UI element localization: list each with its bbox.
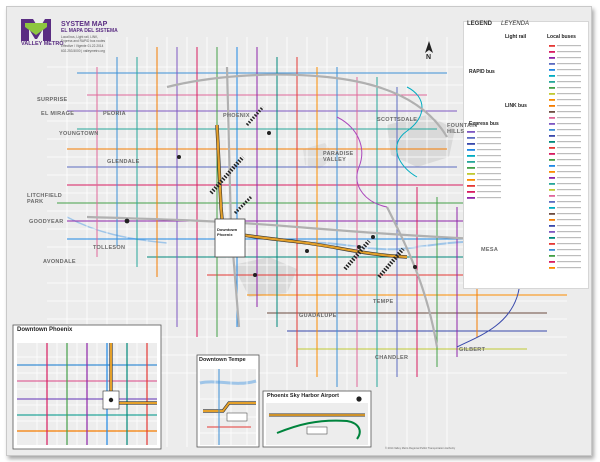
legend-heading-es: LEYENDA [501,21,530,27]
valley-metro-logo [21,19,51,41]
legend-rapid-bus: RAPID bus [469,69,495,75]
inset-downtown-tempe [196,354,260,448]
freeways [86,66,478,348]
brand-line-1: Local bus, Light rail, LINK, [61,35,99,39]
north-label: N [426,54,432,61]
city-label-glendale: GLENDALE [107,159,140,165]
local-bus-rows [549,45,581,269]
city-label-fountain-hills: FOUNTAIN HILLS [447,123,478,135]
scottsdale-loop-route [396,86,423,178]
city-label-avondale: AVONDALE [43,259,76,265]
transit-centers [124,131,417,277]
inset-sky-harbor [262,390,372,448]
map-title: SYSTEM MAP [61,21,108,28]
north-arrow [425,41,433,53]
system-map-poster: VALLEY METRO SYSTEM MAP EL MAPA DEL SIST… [6,6,592,456]
express-diagonals [209,106,405,279]
footer-copyright: © 2014 Valley Metro Regional Public Tran… [385,447,456,450]
salt-river [306,240,488,251]
south-mountain-area [233,257,297,297]
city-label-scottsdale: SCOTTSDALE [377,117,418,123]
brand-line-2: Express and RAPID bus routes [61,39,106,43]
brand-contact: 602.253.5000 | valleymetro.org [61,49,105,53]
north-loop-route [336,116,388,208]
brand-block: VALLEY METRO SYSTEM MAP EL MAPA DEL SIST… [21,17,149,65]
city-label-gilbert: GILBERT [459,347,486,353]
city-label-goodyear: GOODYEAR [29,219,64,225]
city-label-phoenix: PHOENIX [223,113,250,119]
legend-local-buses: Local buses [547,34,576,40]
downtown-phoenix-zone [214,218,246,258]
city-label-mesa: MESA [481,247,499,253]
city-label-litchfield-park: LITCHFIELD PARK [27,193,63,205]
gila-river [66,216,168,244]
city-label-el-mirage: EL MIRAGE [41,111,75,117]
mountain-area [387,115,455,167]
city-label-tolleson: TOLLESON [93,245,126,251]
logo-wordmark: VALLEY METRO [21,41,64,47]
city-label-youngtown: YOUNGTOWN [59,131,99,137]
inset-title-downtown-tempe: Downtown Tempe [199,357,246,363]
city-label-tempe: TEMPE [373,299,394,305]
city-label-surprise: SURPRISE [37,97,68,103]
inset-title-sky-harbor: Phoenix Sky Harbor Airport [267,393,339,399]
legend-heading: LEGEND [467,21,493,27]
express-legend-rows [467,131,501,199]
city-label-peoria: PEORIA [103,111,126,117]
city-label-guadalupe: GUADALUPE [299,313,337,319]
map-subtitle: EL MAPA DEL SISTEMA [61,28,118,34]
brand-effective-date: Effective / Vigente 01.22.2014 [61,44,104,48]
local-bus-legend-list [549,45,581,269]
downtown-phoenix-zone-label: Downtown Phoenix [217,227,238,237]
express-legend-list [467,131,501,199]
city-label-chandler: CHANDLER [375,355,409,361]
legend-express-bus: Express bus [469,121,499,127]
inset-downtown-phoenix [12,324,162,450]
legend-link-bus: LINK bus [505,103,527,109]
city-label-paradise-valley: PARADISE VALLEY [323,151,354,163]
legend-light-rail: Light rail [505,34,527,40]
inset-title-downtown-phoenix: Downtown Phoenix [17,327,73,333]
